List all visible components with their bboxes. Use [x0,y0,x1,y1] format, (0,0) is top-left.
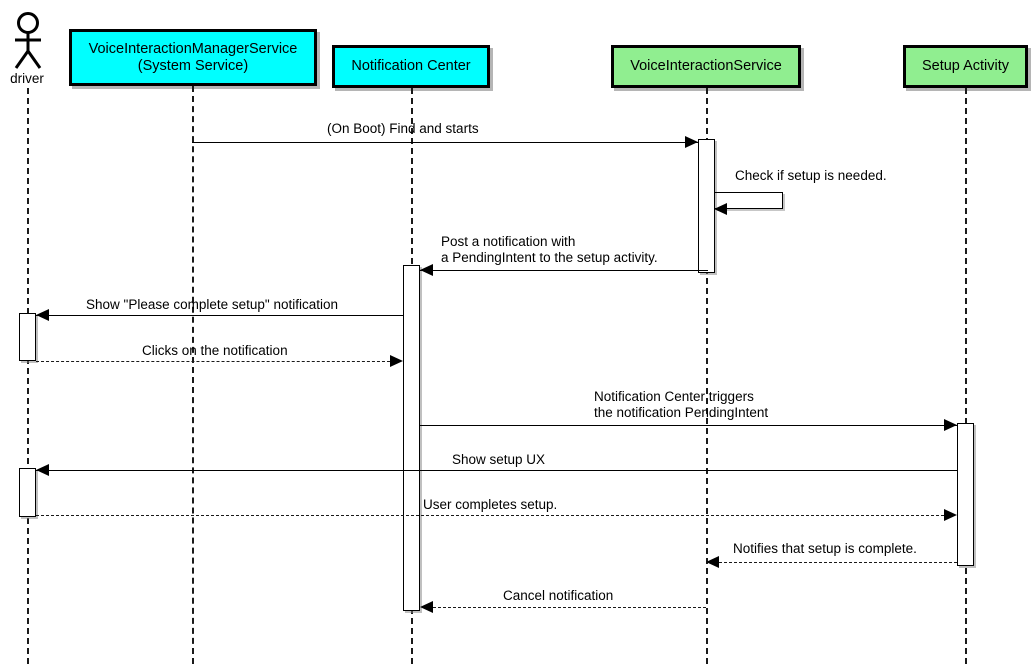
message-label-check-if-setup-is-needed: Check if setup is needed. [735,168,887,183]
actor-stick-figure-icon [14,12,42,69]
lifeline-vims [192,86,194,664]
message-line-notifies-that-setup-is-complete [719,562,957,563]
message-arrowhead-on-boot-find-and-starts [685,136,698,148]
message-arrowhead-show-please-complete-setup-notification [36,309,49,321]
message-label-clicks-on-the-notification: Clicks on the notification [142,343,288,358]
message-label-post-a-notification: Post a notification with a PendingIntent… [441,234,658,265]
activation-bar-driver-1 [19,313,36,361]
message-line-on-boot-find-and-starts [192,142,698,143]
message-label-on-boot-find-and-starts: (On Boot) Find and starts [327,121,479,136]
message-line-clicks-on-the-notification [36,361,395,362]
message-line-post-a-notification [420,270,708,271]
activation-bar-driver-2 [19,468,36,517]
participant-label: VoiceInteractionService [630,58,782,74]
participant-label: Notification Center [351,58,471,74]
message-arrowhead-show-setup-ux [36,464,49,476]
message-label-user-completes-setup: User completes setup. [423,497,558,512]
participant-label: Setup Activity [921,58,1010,74]
lifeline-setup-activity [965,88,967,664]
message-arrowhead-clicks-on-the-notification [390,355,403,367]
message-label-show-please-complete-setup-notification: Show "Please complete setup" notificatio… [86,297,338,312]
participant-notification-center[interactable]: Notification Center [332,45,490,88]
message-label-notifies-that-setup-is-complete: Notifies that setup is complete. [733,541,917,556]
message-label-cancel-notification: Cancel notification [503,588,614,603]
message-arrowhead-user-completes-setup [944,509,957,521]
activation-bar-notification-center-1 [403,265,420,611]
message-line-show-please-complete-setup-notification [36,315,403,316]
participant-setup-activity[interactable]: Setup Activity [903,45,1028,88]
lifeline-vis [706,88,708,664]
message-selfloop-check-if-setup-is-needed [715,192,783,209]
message-label-notification-center-triggers-pendingintent: Notification Center triggers the notific… [594,389,769,420]
message-arrowhead-cancel-notification [420,601,433,613]
message-line-notification-center-triggers-pendingintent [420,425,957,426]
message-line-show-setup-ux [36,470,957,471]
message-arrowhead-check-if-setup-is-needed [714,203,727,215]
activation-bar-vis-1 [698,139,715,273]
actor-driver-label: driver [10,71,44,86]
message-arrowhead-notification-center-triggers-pendingintent [944,419,957,431]
message-line-cancel-notification [433,607,706,608]
lifeline-driver [27,88,29,664]
participant-label: VoiceInteractionManagerService (System S… [88,40,298,74]
actor-driver [8,12,48,75]
message-arrowhead-post-a-notification [420,264,433,276]
activation-bar-setup-activity-1 [957,423,974,566]
message-label-show-setup-ux: Show setup UX [452,452,546,467]
message-line-user-completes-setup [36,515,944,516]
participant-voiceinteractionservice[interactable]: VoiceInteractionService [611,45,801,88]
message-arrowhead-notifies-that-setup-is-complete [706,556,719,568]
participant-voiceinteractionmanagerservice[interactable]: VoiceInteractionManagerService (System S… [69,29,317,86]
